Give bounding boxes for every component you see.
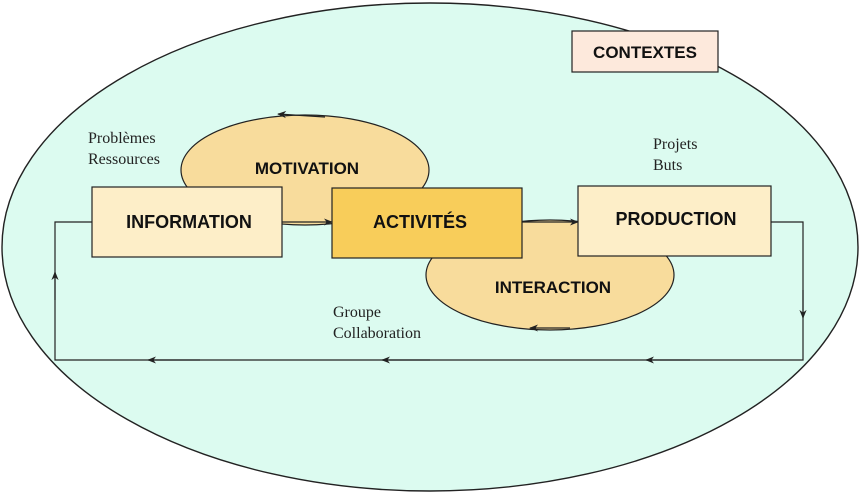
groupe-annotation: Groupe	[333, 304, 381, 321]
information-label: INFORMATION	[126, 212, 252, 232]
interaction-label: INTERACTION	[495, 278, 611, 297]
ressources-annotation: Ressources	[88, 151, 160, 168]
production-label: PRODUCTION	[616, 209, 737, 229]
activites-label: ACTIVITÉS	[373, 211, 467, 232]
contexts-tag	[571, 30, 719, 73]
buts-annotation: Buts	[653, 157, 682, 174]
contexts-label: CONTEXTES	[593, 43, 697, 62]
motivation-arrow	[277, 110, 326, 119]
projets-annotation: Projets	[653, 136, 697, 153]
activites-box	[331, 187, 523, 259]
production-box	[577, 185, 772, 257]
collaboration-annotation: Collaboration	[333, 325, 421, 342]
information-box	[91, 186, 283, 258]
problemes-annotation: Problèmes	[88, 130, 156, 147]
motivation-label: MOTIVATION	[255, 159, 359, 178]
